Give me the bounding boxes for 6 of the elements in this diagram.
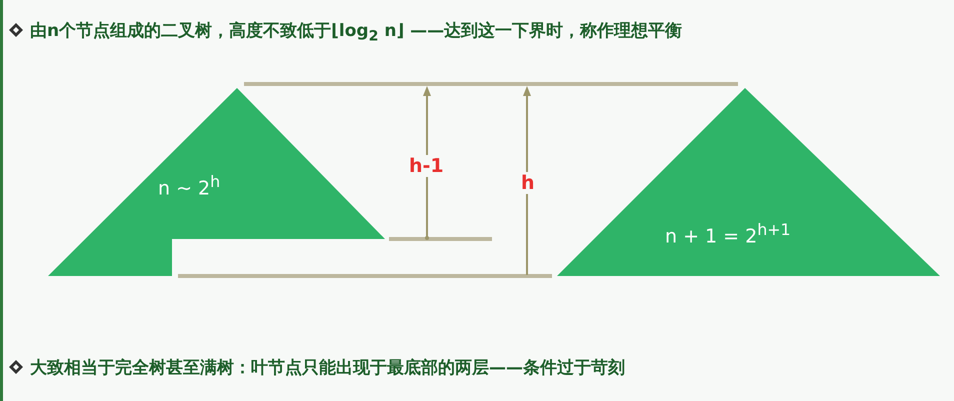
notched-triangle <box>48 86 385 276</box>
formula-text: n ~ 2$^{h}$ <box>158 172 220 200</box>
bullet-text: 由n个节点组成的二叉树，高度不致低于⌊log$_{2}$ n⌋ ——达到这一下界时，称作理想平衡 <box>30 20 682 44</box>
triangle <box>557 86 940 276</box>
bullet-text: 大致相当于完全树甚至满树：叶节点只能出现于最底部的两层——条件过于苛刻 <box>30 357 625 379</box>
formula-text: n + 1 = 2$^{h+1}$ <box>665 220 791 248</box>
